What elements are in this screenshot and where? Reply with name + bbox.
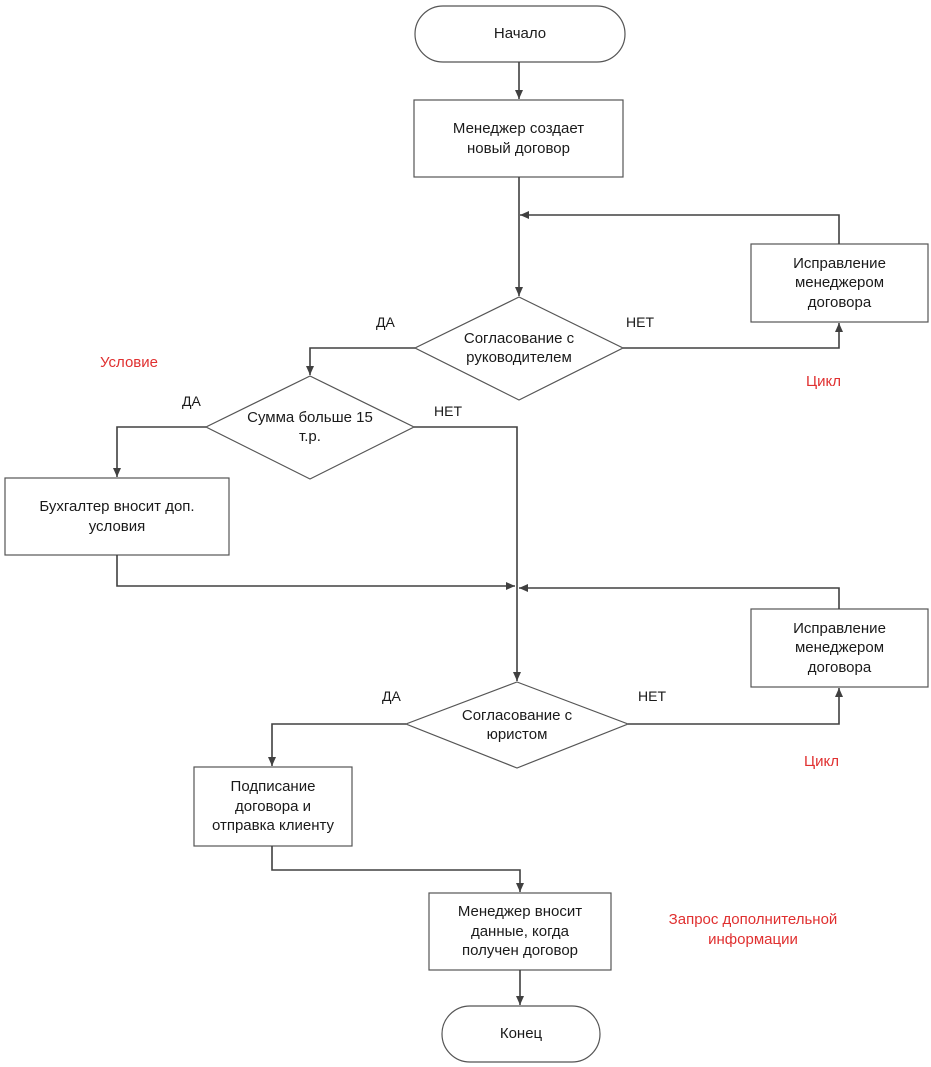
fix-contract-label-2: Исправление менеджером договора: [793, 619, 886, 676]
edge-sum-no: [414, 426, 521, 681]
create-contract-box: [413, 99, 624, 178]
create-contract-label: Менеджер создает новый договор: [452, 120, 585, 157]
sign-box: [193, 766, 353, 847]
cycle-annotation-2: Цикл: [804, 753, 839, 770]
edge-head-yes: [306, 347, 415, 375]
request-info-annotation: Запрос дополнительной информации: [668, 911, 838, 948]
edge-lawyer-yes: [268, 723, 406, 766]
edge-head-no: [623, 323, 843, 349]
sum-check-label: Сумма больше 15 т.р.: [247, 408, 373, 446]
edge-accountant-merge: [116, 555, 515, 590]
lawyer-no-label: НЕТ: [638, 688, 666, 704]
accountant-label: Бухгалтер вносит доп. условия: [39, 498, 195, 535]
enter-data-label: Менеджер вносит данные, когда получен до…: [457, 903, 583, 960]
condition-annotation: Условие: [100, 354, 158, 371]
cycle-annotation-1: Цикл: [806, 373, 841, 390]
sum-check-diamond: [204, 375, 416, 480]
start-label: Начало: [493, 25, 547, 43]
edge-sum-yes: [113, 426, 206, 477]
head-no-label: НЕТ: [626, 314, 654, 330]
sum-yes-label: ДА: [182, 393, 201, 409]
edge-lawyer-no: [628, 688, 843, 725]
approve-lawyer-label: Согласование с юристом: [461, 706, 573, 744]
sum-no-label: НЕТ: [434, 403, 462, 419]
enter-data-box: [428, 892, 612, 971]
edge-sign-enter: [271, 846, 524, 892]
edge-fix2-loop: [519, 584, 840, 609]
fix-contract-box-2: [750, 608, 929, 688]
edge-fix1-loop: [520, 211, 840, 244]
lawyer-yes-label: ДА: [382, 688, 401, 704]
approve-lawyer-diamond: [404, 681, 630, 769]
fix-contract-label-1: Исправление менеджером договора: [793, 254, 886, 311]
sign-label: Подписание договора и отправка клиенту: [211, 778, 335, 835]
head-yes-label: ДА: [376, 314, 395, 330]
end-label: Конец: [499, 1025, 543, 1043]
end-terminator: [441, 1005, 601, 1063]
accountant-box: [4, 477, 230, 556]
approve-head-label: Согласование с руководителем: [463, 329, 575, 367]
approve-head-diamond: [413, 296, 625, 401]
start-terminator: [414, 5, 626, 63]
